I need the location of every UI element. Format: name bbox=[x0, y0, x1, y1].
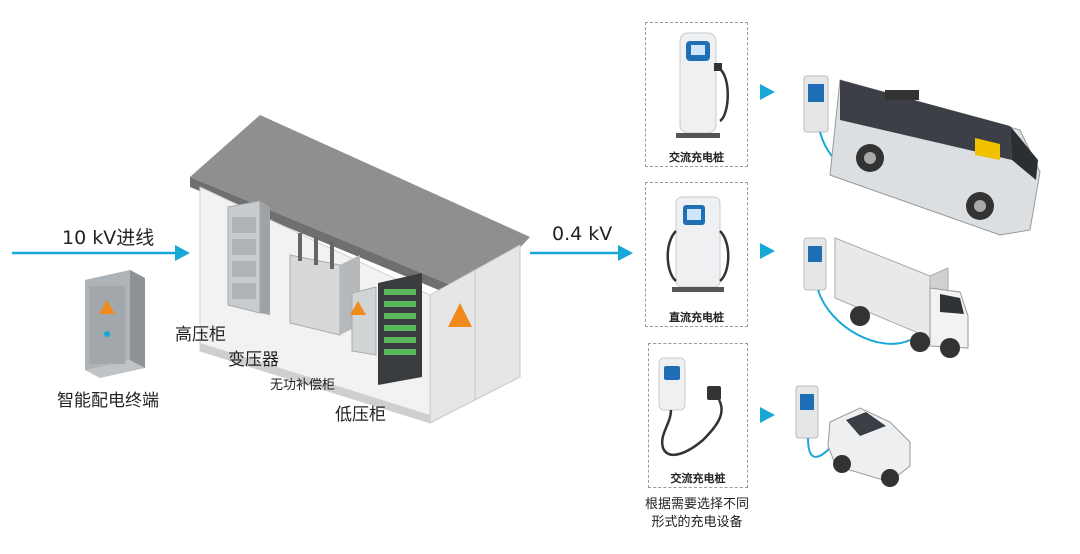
charger-label-dc: 直流充电桩 bbox=[669, 311, 724, 324]
charger-box-ac: 交流充电桩 bbox=[645, 22, 748, 167]
terminal-label: 智能配电终端 bbox=[57, 391, 159, 411]
ac-charger-icon bbox=[676, 32, 729, 138]
warning-icon bbox=[99, 300, 115, 314]
charger-label-wallbox: 交流充电桩 bbox=[670, 472, 726, 485]
charger-note: 根据需要选择不同 形式的充电设备 bbox=[617, 496, 777, 532]
transformer-label: 变压器 bbox=[228, 350, 279, 370]
truck-icon bbox=[803, 237, 969, 358]
compensation-cabinet-label: 无功补偿柜 bbox=[270, 378, 336, 393]
dc-charger-icon bbox=[666, 196, 730, 292]
bus-icon bbox=[803, 75, 1041, 236]
low-voltage-cabinet-label: 低压柜 bbox=[335, 405, 386, 425]
car-icon bbox=[795, 385, 911, 487]
charger-note-line1: 根据需要选择不同 bbox=[644, 497, 749, 512]
wallbox-charger-icon bbox=[658, 357, 723, 457]
charger-note-line2: 形式的充电设备 bbox=[651, 515, 743, 530]
charger-box-wallbox: 交流充电桩 bbox=[648, 343, 748, 488]
output-label: 0.4 kV bbox=[552, 223, 613, 245]
charger-label-ac: 交流充电桩 bbox=[669, 151, 724, 164]
smart-terminal-icon bbox=[85, 270, 145, 378]
warning-icon bbox=[448, 303, 472, 327]
high-voltage-cabinet-label: 高压柜 bbox=[175, 325, 226, 345]
substation-box bbox=[190, 115, 530, 424]
charger-box-dc: 直流充电桩 bbox=[645, 182, 748, 327]
input-label: 10 kV进线 bbox=[62, 227, 155, 249]
